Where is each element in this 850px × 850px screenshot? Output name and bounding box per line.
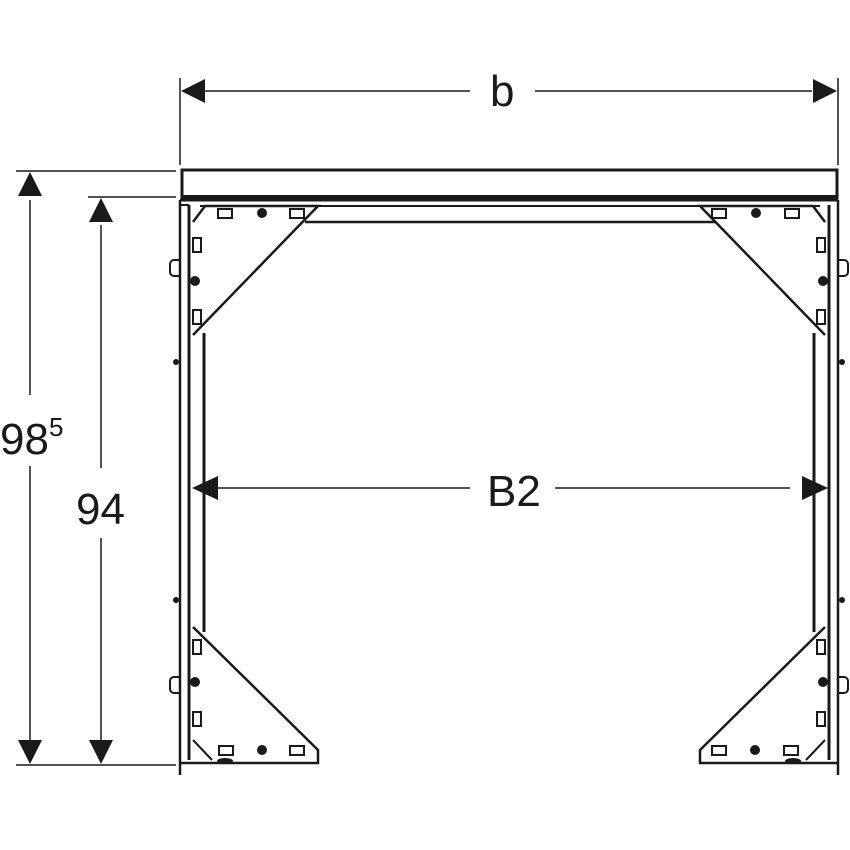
dimension-label-overall-width: b (478, 70, 527, 114)
dimension-label-frame-height: 94 (74, 482, 127, 538)
overall-height-superscript: 5 (48, 412, 64, 442)
overall-height-value: 98 (0, 415, 49, 464)
dimension-label-overall-height: 985 (0, 410, 64, 466)
dimension-label-inner-width: B2 (477, 470, 551, 514)
